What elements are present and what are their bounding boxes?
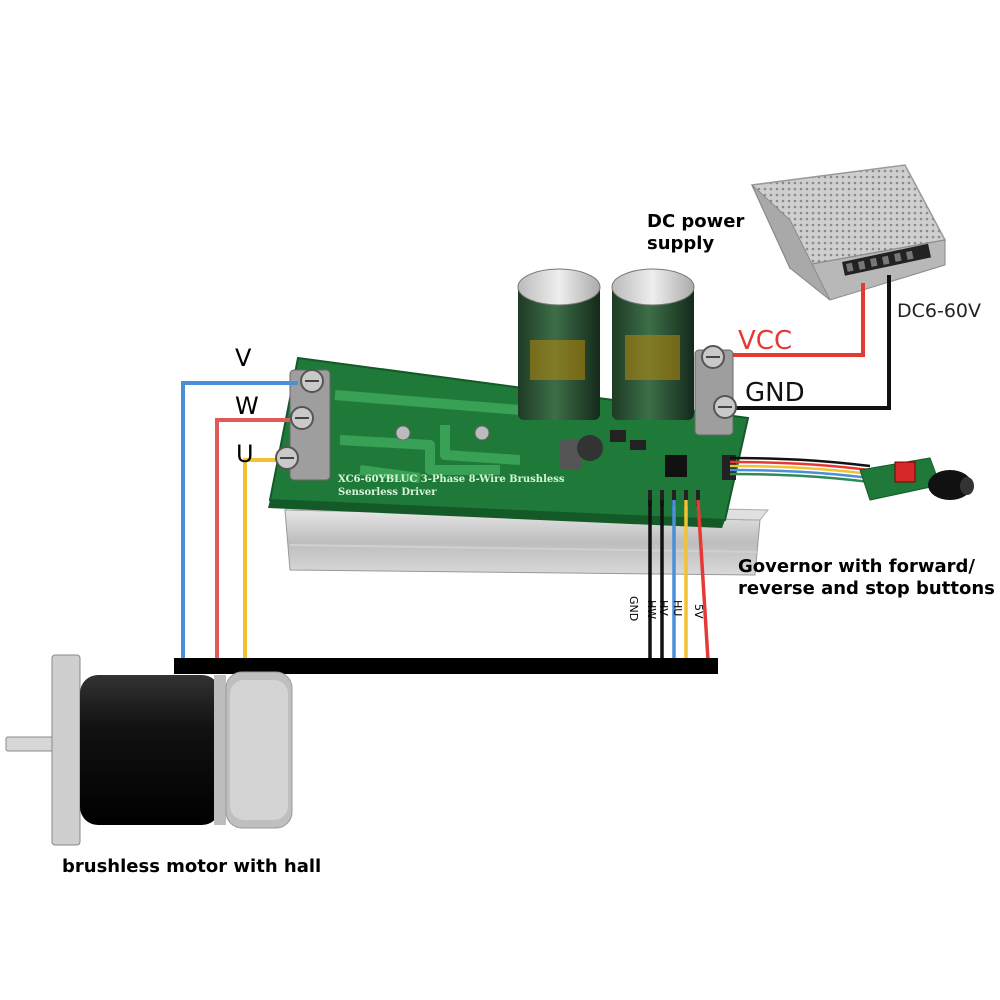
- power-terminals: [694, 345, 737, 436]
- gnd-wire: [718, 275, 891, 410]
- hall-pin-5v-label: 5V: [692, 604, 705, 619]
- hall-wires: [648, 499, 710, 661]
- governor-cable: [729, 456, 871, 484]
- phase-u-label: U: [236, 440, 254, 468]
- governor-label-line1: Governor with forward/: [738, 556, 975, 577]
- hall-pin-hv-label: HV: [657, 600, 670, 616]
- driver-board-icon: [268, 345, 750, 528]
- u-wire: [243, 458, 275, 658]
- board-model-label: XC6-60YBLUC 3-Phase 8-Wire Brushless: [338, 474, 565, 485]
- phase-terminals: [275, 369, 331, 481]
- hall-pin-gnd-label: GND: [627, 596, 640, 622]
- phase-w-label: W: [235, 392, 259, 420]
- w-wire: [215, 418, 290, 658]
- hall-pin-hu-label: HU: [671, 600, 684, 617]
- capacitor-icon: [517, 268, 695, 420]
- board-type-label: Sensorless Driver: [338, 487, 437, 498]
- phase-v-label: V: [235, 344, 252, 372]
- motor-icon: [5, 654, 293, 846]
- power-supply-label-line1: DC power: [647, 211, 745, 232]
- vcc-label: VCC: [738, 326, 793, 356]
- power-supply-icon: [750, 164, 947, 301]
- vcc-wire: [718, 283, 865, 357]
- voltage-range-label: DC6-60V: [897, 300, 982, 322]
- governor-label-line2: reverse and stop buttons: [738, 578, 995, 599]
- governor-icon: [859, 457, 974, 501]
- wire-bundle: [174, 658, 718, 674]
- gnd-label: GND: [745, 378, 805, 408]
- v-wire: [181, 381, 298, 658]
- power-supply-label: DC power supply: [647, 211, 744, 255]
- governor-label: Governor with forward/ reverse and stop …: [738, 556, 995, 600]
- power-supply-label-line2: supply: [647, 233, 715, 254]
- motor-label: brushless motor with hall: [62, 856, 322, 877]
